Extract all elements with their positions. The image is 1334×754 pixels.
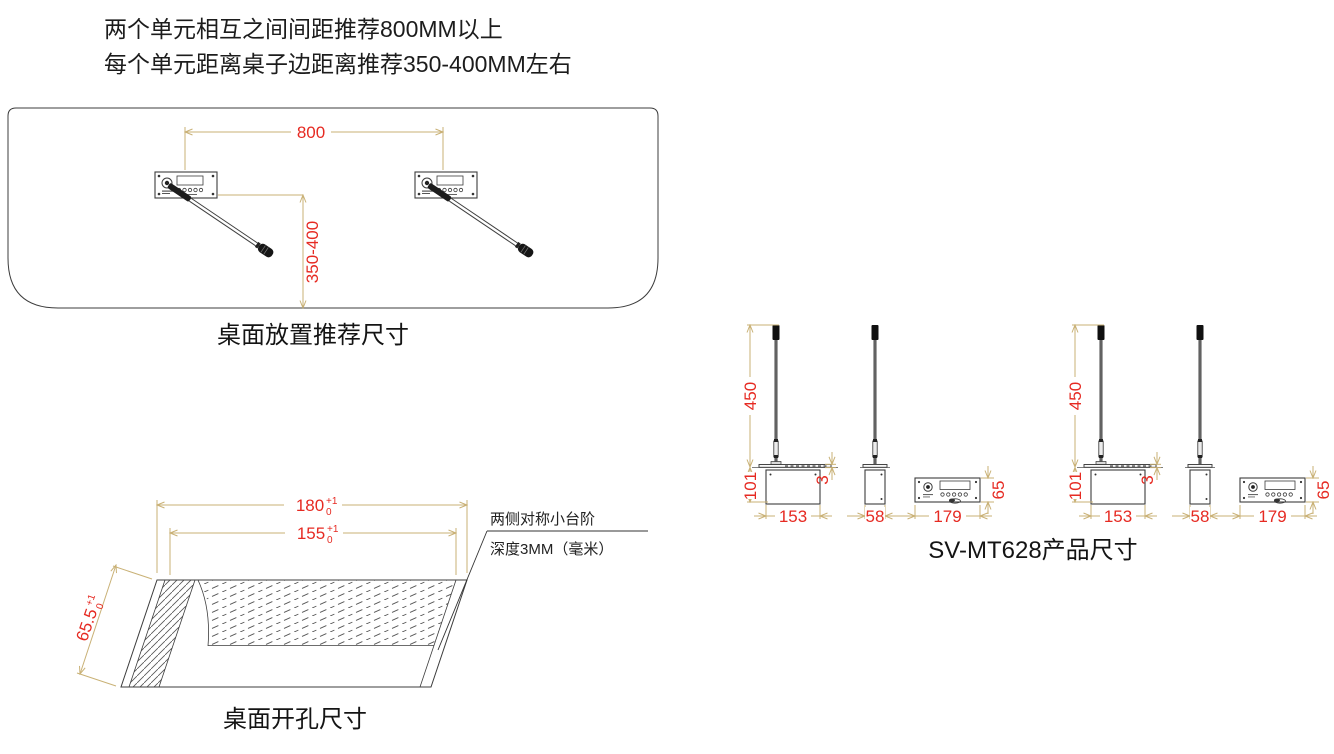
body-side-width-value: 58 [866,507,885,526]
dimension-inner-width: 155 +1 0 [170,522,456,575]
product-view-group: 450 101 3 [741,325,1008,526]
mic-unit-left [154,171,276,260]
mic-height-value: 450 [741,382,760,410]
panel-thickness-value: 3 [813,475,832,484]
product-dimensions-diagram: 450 101 3 [741,315,1334,564]
dimension-panel-thickness: 3 [813,452,836,485]
unit-spacing-value: 800 [297,123,325,142]
outer-width-value: 180 [296,496,324,515]
panel-width-value: 179 [933,507,961,526]
edge-distance-value: 350-400 [303,221,322,283]
instructions-text: 两个单元相互之间间距推荐800MM以上 每个单元距离桌子边距离推荐350-400… [104,12,572,82]
product-caption: SV-MT628产品尺寸 [928,537,1137,564]
step-note: 两侧对称小台阶 深度3MM（毫米） [437,511,648,651]
depth-value: 65.5 [72,606,101,643]
dimension-mic-height: 450 [741,325,779,467]
body-depth-value: 101 [741,472,760,500]
dimension-panel-width: 179 [903,505,992,526]
mic-unit-right [414,171,536,260]
dimension-body-depth: 101 [741,468,768,503]
dimension-unit-spacing: 800 [185,122,443,170]
note-leader-line [437,530,488,651]
desk-placement-diagram: 800 350-400 桌面放置推荐尺寸 [7,107,659,349]
cutout-caption: 桌面开孔尺寸 [223,706,367,733]
inner-width-tol-upper: +1 [327,524,339,535]
product-view-group-2 [1066,325,1333,526]
panel-height-value: 65 [989,481,1008,500]
inner-width-tol-lower: 0 [327,535,333,546]
hatch-center-region [198,580,456,646]
outer-width-tol-upper: +1 [326,496,338,507]
depth-tol-lower: 0 [94,602,106,611]
product-front-view [752,325,838,505]
instruction-line-1: 两个单元相互之间间距推荐800MM以上 [104,16,503,42]
cutout-outline [120,579,468,688]
dimension-panel-height: 65 [981,466,1008,514]
outer-width-tol-lower: 0 [326,507,332,518]
cutout-diagram: 180 +1 0 155 +1 0 65.5 +1 [72,494,648,733]
instruction-line-2: 每个单元距离桌子边距离推荐350-400MM左右 [104,51,572,77]
product-side-view [860,325,890,505]
depth-tol-upper: +1 [84,593,98,608]
step-note-line-2: 深度3MM（毫米） [490,540,613,558]
body-width-value: 153 [779,507,807,526]
product-panel-view [914,477,981,504]
dimension-edge-distance: 350-400 [218,195,322,308]
dimension-body-width: 153 [754,505,832,526]
dimension-body-side-width: 58 [847,505,903,526]
dimension-outer-width: 180 +1 0 [157,494,467,573]
step-note-line-1: 两侧对称小台阶 [490,511,595,528]
hatch-left-step-band [129,580,195,687]
desk-placement-caption: 桌面放置推荐尺寸 [217,322,409,349]
inner-width-value: 155 [297,524,325,543]
desk-outline [7,107,659,309]
